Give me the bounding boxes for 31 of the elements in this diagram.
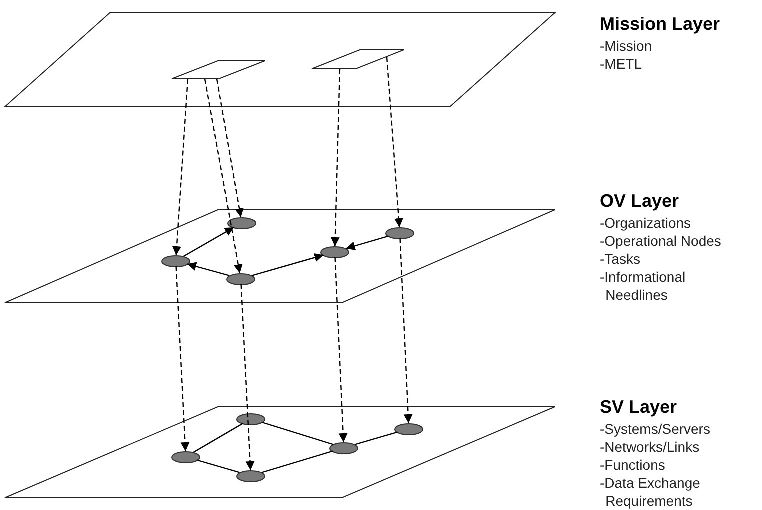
layer-item: -Tasks — [600, 250, 642, 268]
layer-item: -Operational Nodes — [600, 232, 722, 250]
layer-item: -METL — [600, 55, 643, 73]
dashed-arrow — [330, 68, 341, 247]
layer-item: -Systems/Servers — [600, 420, 712, 438]
layer-heading: Mission Layer — [600, 13, 722, 35]
dashed-arrow — [334, 257, 348, 443]
layer-item: -Networks/Links — [600, 438, 701, 456]
layer-item: -Functions — [600, 456, 666, 474]
layer-item: -Data Exchange Requirements — [600, 474, 702, 510]
dashed-arrow — [204, 78, 243, 274]
dashed-arrow — [400, 238, 413, 424]
dashed-arrow — [176, 266, 190, 452]
layer-item: -Informational Needlines — [600, 268, 687, 304]
link-line — [194, 423, 244, 453]
dashed-arrow — [216, 78, 244, 218]
arrow — [187, 262, 230, 276]
layer-item: -Organizations — [600, 214, 692, 232]
link-line — [262, 450, 334, 474]
dashed-arrow — [386, 56, 404, 228]
arrow — [184, 227, 234, 257]
layer-heading: SV Layer — [600, 396, 678, 418]
dashed-arrow — [240, 284, 255, 471]
layer-heading: OV Layer — [600, 190, 680, 212]
dashed-arrow — [172, 78, 189, 256]
link-line — [197, 460, 240, 474]
layer-item: -Mission — [600, 37, 654, 55]
link-line — [355, 432, 398, 446]
link-line — [262, 422, 334, 446]
arrow — [252, 253, 324, 276]
arrow — [346, 236, 389, 250]
